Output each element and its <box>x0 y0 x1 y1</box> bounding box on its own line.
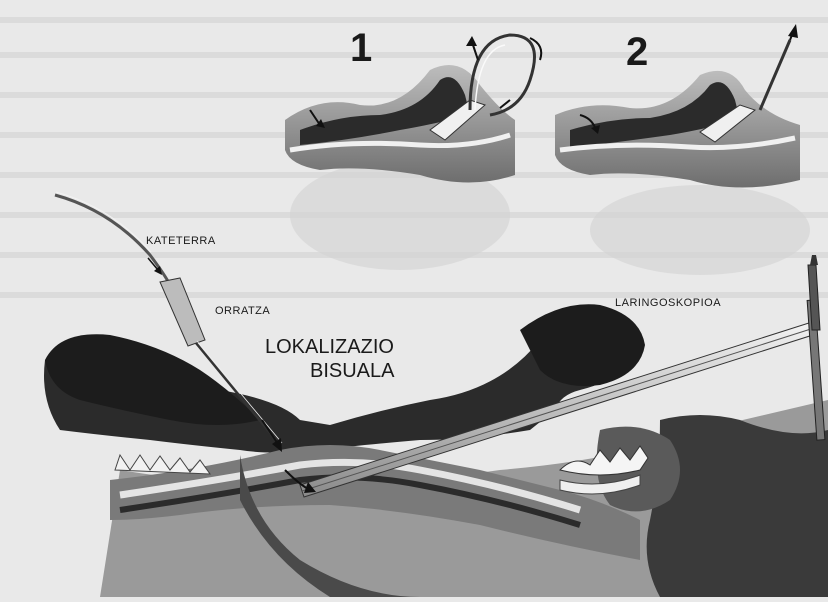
catheter-label: KATETERRA <box>146 235 216 247</box>
visual-location-label-line2: BISUALA <box>310 360 394 383</box>
needle-label: ORRATZA <box>215 305 270 317</box>
inset-1-drawing <box>285 35 541 270</box>
inset-2-drawing <box>555 24 810 275</box>
panel-1-number: 1 <box>350 26 372 71</box>
panel-2-number: 2 <box>626 30 648 75</box>
laryngoscope-label: LARINGOSKOPIOA <box>615 297 721 309</box>
visual-location-label-line1: LOKALIZAZIO <box>265 336 394 359</box>
